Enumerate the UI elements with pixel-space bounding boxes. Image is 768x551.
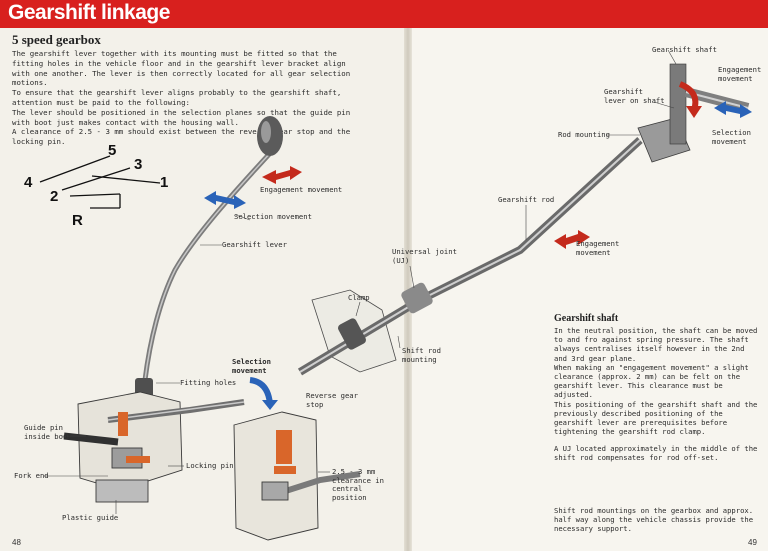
- label-clamp: Clamp: [348, 293, 370, 302]
- uj-note: A UJ located approximately in the middle…: [554, 444, 758, 462]
- gearshift-lever-art: [135, 116, 283, 404]
- curved-arrow-blue-icon: [249, 377, 278, 410]
- uj-note-text: A UJ located approximately in the middle…: [554, 444, 758, 463]
- label-engagement-movement-mid: Engagement movement: [576, 239, 620, 257]
- label-rod-mounting: Rod mounting: [558, 130, 610, 139]
- label-selection-movement-bold: Selection movement: [232, 357, 271, 375]
- double-arrow-red-right-icon: [554, 230, 590, 249]
- label-selection-movement-right: Selection movement: [712, 128, 751, 146]
- label-fork-end: Fork end: [14, 471, 49, 480]
- body-paragraph: This positioning of the gearshift shaft …: [554, 399, 758, 437]
- mount-note: Shift rod mountings on the gearbox and a…: [554, 506, 758, 534]
- left-page: [0, 0, 408, 551]
- gearshift-shaft-heading: Gearshift shaft: [554, 313, 619, 324]
- double-arrow-blue-right-icon: [714, 101, 752, 118]
- mount-note-text: Shift rod mountings on the gearbox and a…: [554, 506, 754, 534]
- double-arrow-blue-icon: [204, 191, 246, 209]
- label-gearshift-lever-on-shaft: Gearshift lever on shaft: [604, 87, 665, 105]
- page-number-left: 48: [12, 538, 21, 547]
- intro-paragraph: To ensure that the gearshift lever align…: [12, 88, 342, 107]
- body-paragraph: In the neutral position, the shaft can b…: [554, 326, 758, 363]
- intro-paragraph: The lever should be positioned in the se…: [12, 107, 351, 127]
- shift-pattern-diagram: [39, 155, 161, 209]
- gearshift-shaft-body: In the neutral position, the shaft can b…: [554, 326, 758, 436]
- reverse-stop-housing-art: [233, 411, 361, 541]
- gear-1-label: 1: [160, 174, 169, 191]
- page-title: Gearshift linkage: [8, 1, 170, 24]
- gearshift-rod-art: [297, 137, 643, 376]
- page-number-right: 49: [748, 538, 757, 547]
- label-fitting-holes: Fitting holes: [180, 378, 237, 387]
- leader-lines-left: [44, 214, 330, 514]
- page-gutter: [404, 0, 412, 551]
- label-plastic-guide: Plastic guide: [62, 513, 119, 522]
- left-housing-art: [63, 391, 245, 503]
- gear-r-label: R: [72, 212, 83, 229]
- label-engagement-movement: Engagement movement: [260, 185, 343, 194]
- intro-text: The gearshift lever together with its mo…: [12, 49, 364, 147]
- label-engagement-movement-top: Engagement movement: [718, 65, 762, 83]
- label-reverse-gear-stop: Reverse gear stop: [306, 391, 358, 409]
- label-gearshift-lever: Gearshift lever: [222, 240, 287, 249]
- label-gearshift-rod: Gearshift rod: [498, 195, 555, 204]
- leader-lines-right: [355, 49, 677, 349]
- label-guide-pin: Guide pin inside boot: [24, 423, 72, 441]
- gear-4-label: 4: [24, 174, 33, 191]
- gear-2-label: 2: [50, 188, 59, 205]
- label-shift-rod-mounting: Shift rod mounting: [402, 346, 441, 364]
- gear-5-label: 5: [108, 142, 117, 159]
- section-subtitle: 5 speed gearbox: [12, 32, 101, 47]
- body-paragraph: When making an "engagement movement" a s…: [554, 362, 749, 400]
- gear-3-label: 3: [134, 156, 143, 173]
- intro-paragraph: The gearshift lever together with its mo…: [12, 49, 351, 88]
- intro-paragraph: A clearance of 2.5 - 3 mm should exist b…: [12, 127, 351, 147]
- label-locking-pin: Locking pin: [186, 461, 234, 470]
- label-universal-joint: Universal joint (UJ): [392, 247, 457, 265]
- double-arrow-red-icon: [262, 166, 302, 184]
- curved-arrow-red-icon: [678, 81, 702, 118]
- header-bar-right: [412, 0, 768, 28]
- label-clearance: 2.5 - 3 mm clearance in central position: [332, 467, 384, 502]
- label-selection-movement: Selection movement: [234, 212, 312, 221]
- label-gearshift-shaft: Gearshift shaft: [652, 45, 717, 54]
